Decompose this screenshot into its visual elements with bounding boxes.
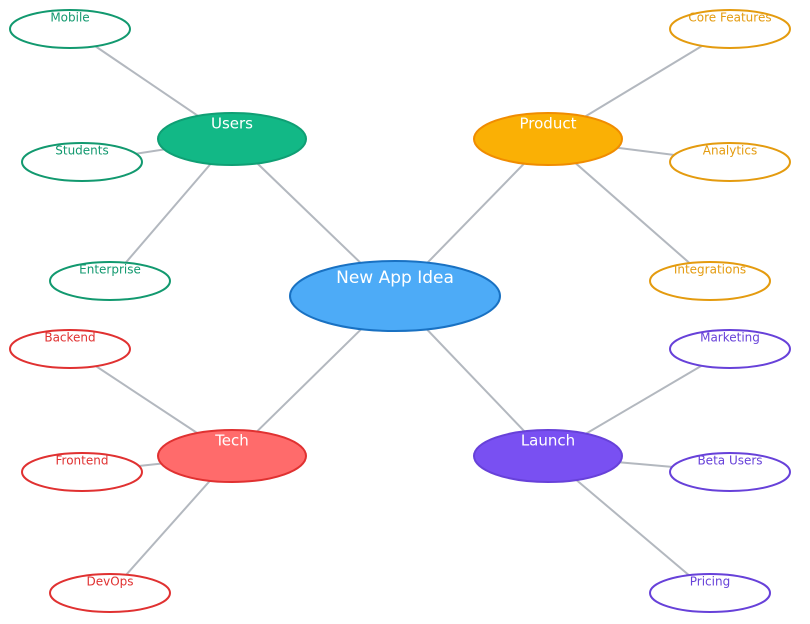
branch-shape-users [157, 112, 307, 166]
branch-node-tech[interactable]: Tech [157, 429, 307, 483]
branch-shape-tech [157, 429, 307, 483]
leaf-label-beta-users: Beta Users [697, 454, 762, 468]
leaf-shape-integrations [649, 261, 771, 301]
leaf-shape-enterprise [49, 261, 171, 301]
leaf-shape-analytics [669, 142, 791, 182]
leaf-shape-frontend [21, 452, 143, 492]
branch-label-users: Users [211, 115, 253, 133]
leaf-shape-mobile [9, 9, 131, 49]
leaf-node-pricing[interactable]: Pricing [649, 573, 771, 613]
leaf-shape-marketing [669, 329, 791, 369]
leaf-label-pricing: Pricing [690, 575, 730, 589]
branch-shape-product [473, 112, 623, 166]
branch-label-tech: Tech [214, 432, 249, 450]
leaf-label-enterprise: Enterprise [79, 263, 141, 277]
leaf-label-students: Students [55, 144, 109, 158]
leaf-label-frontend: Frontend [56, 454, 109, 468]
branch-label-product: Product [520, 115, 577, 133]
nodes: New App Idea Users MobileStudentsEnterpris… [9, 9, 791, 613]
branch-node-users[interactable]: Users [157, 112, 307, 166]
branch-node-product[interactable]: Product [473, 112, 623, 166]
leaf-label-analytics: Analytics [703, 144, 758, 158]
leaf-node-mobile[interactable]: Mobile [9, 9, 131, 49]
branch-shape-launch [473, 429, 623, 483]
central-topic-label: New App Idea [336, 268, 454, 288]
leaf-shape-backend [9, 329, 131, 369]
leaf-label-core-features: Core Features [688, 11, 771, 25]
leaf-node-core-features[interactable]: Core Features [669, 9, 791, 49]
leaf-shape-students [21, 142, 143, 182]
leaf-node-marketing[interactable]: Marketing [669, 329, 791, 369]
leaf-shape-pricing [649, 573, 771, 613]
leaf-label-devops: DevOps [86, 575, 133, 589]
leaf-node-students[interactable]: Students [21, 142, 143, 182]
central-topic-shape [289, 260, 501, 332]
leaf-label-marketing: Marketing [700, 331, 760, 345]
leaf-label-integrations: Integrations [674, 263, 746, 277]
leaf-node-devops[interactable]: DevOps [49, 573, 171, 613]
leaf-shape-devops [49, 573, 171, 613]
leaf-node-frontend[interactable]: Frontend [21, 452, 143, 492]
leaf-node-enterprise[interactable]: Enterprise [49, 261, 171, 301]
leaf-label-backend: Backend [44, 331, 95, 345]
branch-node-launch[interactable]: Launch [473, 429, 623, 483]
central-topic-node[interactable]: New App Idea [289, 260, 501, 332]
leaf-node-analytics[interactable]: Analytics [669, 142, 791, 182]
leaf-node-backend[interactable]: Backend [9, 329, 131, 369]
leaf-node-beta-users[interactable]: Beta Users [669, 452, 791, 492]
leaf-shape-core-features [669, 9, 791, 49]
leaf-label-mobile: Mobile [50, 11, 89, 25]
leaf-shape-beta-users [669, 452, 791, 492]
branch-label-launch: Launch [521, 432, 575, 450]
leaf-node-integrations[interactable]: Integrations [649, 261, 771, 301]
